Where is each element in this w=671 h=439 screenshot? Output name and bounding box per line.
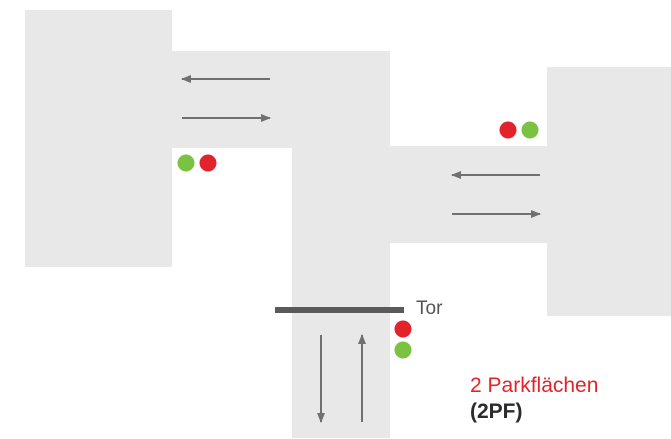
signal-green-light [177, 154, 195, 172]
signal-pair-gate [394, 320, 412, 359]
signal-red-light [394, 320, 412, 338]
area-right-block [547, 67, 671, 316]
signal-green-light [394, 341, 412, 359]
area-center-column [292, 51, 390, 438]
signal-pair-left [177, 154, 217, 172]
signal-red-light [499, 121, 517, 139]
area-right-corridor [388, 146, 550, 243]
gate-bar [275, 307, 404, 313]
parking-note: 2 Parkflächen (2PF) [470, 373, 598, 425]
signal-pair-right [499, 121, 539, 139]
signal-red-light [199, 154, 217, 172]
gate-label: Tor [416, 298, 443, 319]
traffic-arrows [181, 75, 541, 423]
parking-areas [25, 10, 671, 438]
note-title: 2 Parkflächen [470, 374, 599, 397]
area-left-block [25, 10, 172, 267]
note-subtitle: (2PF) [470, 400, 523, 423]
signal-green-light [521, 121, 539, 139]
